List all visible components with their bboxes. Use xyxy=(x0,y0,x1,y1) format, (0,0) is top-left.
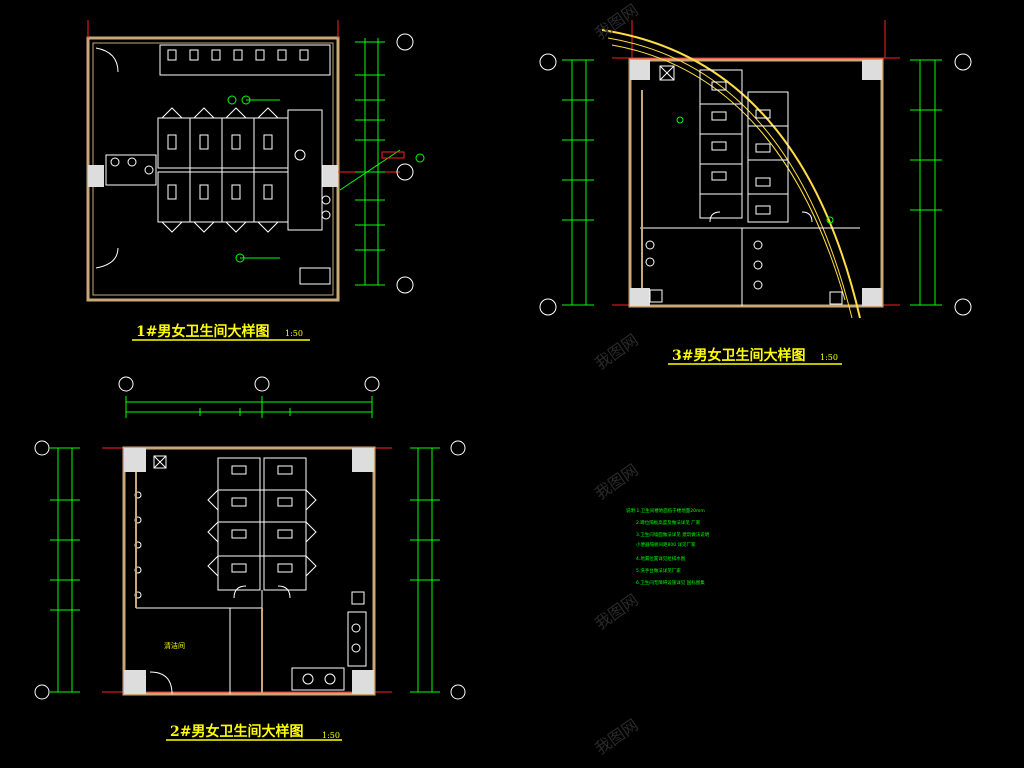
plan-2: 清洁间 2#男女卫生间大样图 1:50 xyxy=(34,376,466,741)
note-line-2: 2.蹲位隔板高度及做法详见 厂家 xyxy=(636,519,701,526)
note-line-3: 3.卫生间墙面做法详见 建筑做法说明 xyxy=(636,531,710,538)
plan-1: 1#男女卫生间大样图 1:50 xyxy=(86,20,425,341)
plan-3: 3#男女卫生间大样图 1:50 xyxy=(539,20,972,365)
design-notes: 说明:1.卫生间楼地面低于楼地面20mm 2.蹲位隔板高度及做法详见 厂家 3.… xyxy=(626,507,710,586)
watermark-text: 我图网 xyxy=(591,460,641,503)
note-line-6: 5.洗手台做法详见厂家 xyxy=(636,567,681,574)
plan-3-title: 3#男女卫生间大样图 xyxy=(672,347,805,364)
note-line-1: 说明:1.卫生间楼地面低于楼地面20mm xyxy=(626,507,705,514)
watermark-text: 我图网 xyxy=(591,715,641,758)
storage-room-label: 清洁间 xyxy=(164,641,185,650)
watermark-layer: 我图网 我图网 我图网 我图网 我图网 xyxy=(591,0,641,758)
plan-2-scale: 1:50 xyxy=(322,731,340,740)
note-line-7: 6.卫生间无障碍设施详见 国标图集 xyxy=(636,579,705,586)
plan-2-title: 2#男女卫生间大样图 xyxy=(170,723,303,740)
note-line-5: 4.地漏位置详见给排水图 xyxy=(636,555,686,562)
watermark-text: 我图网 xyxy=(591,330,641,373)
watermark-text: 我图网 xyxy=(591,590,641,633)
plan-1-scale: 1:50 xyxy=(285,329,303,338)
plan-3-scale: 1:50 xyxy=(820,353,838,362)
plan-1-title: 1#男女卫生间大样图 xyxy=(136,323,269,340)
note-line-4: 小便器隔板间距800 详见厂家 xyxy=(636,541,696,548)
